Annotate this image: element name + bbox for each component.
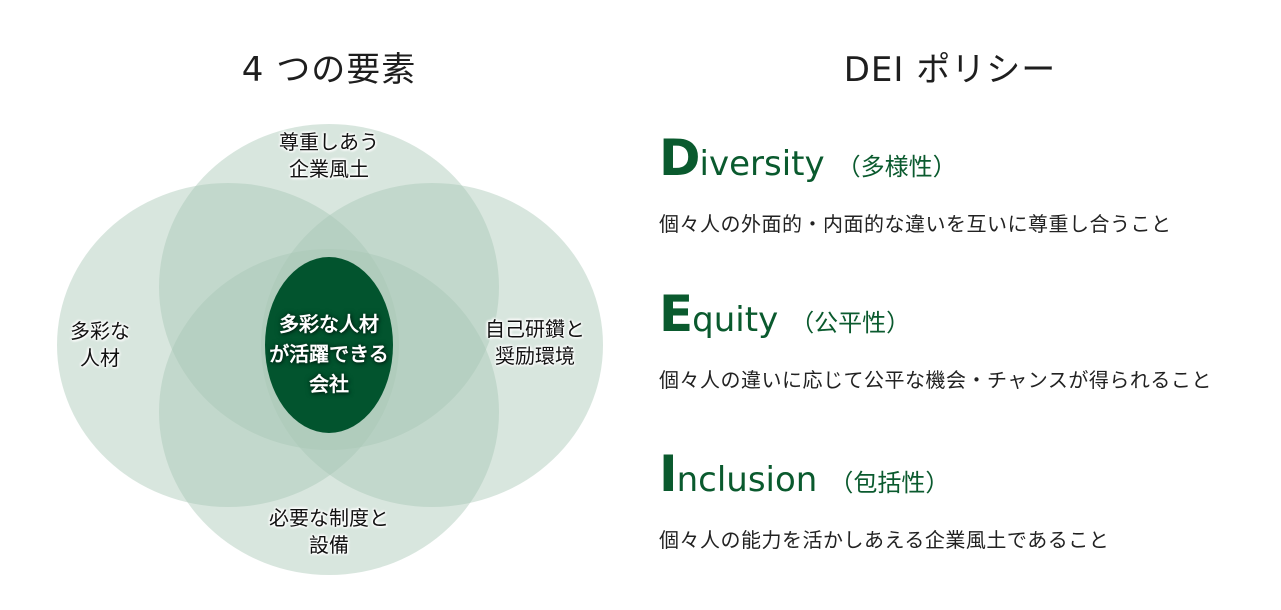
venn-label-line: 会社 — [309, 372, 349, 396]
policy-name: nclusion — [676, 460, 818, 500]
venn-label-line: 多彩な人材 — [279, 312, 379, 336]
policy-japanese-name: （包括性） — [829, 469, 950, 497]
policy-description: 個々人の違いに応じて公平な機会・チャンスが得られること — [659, 368, 1212, 392]
venn-label-center: 多彩な人材 が活躍できる 会社 — [239, 309, 419, 399]
venn-center-ellipse — [265, 257, 393, 433]
venn-label-line: 企業風土 — [289, 157, 369, 181]
venn-label-line: 奨励環境 — [495, 344, 575, 368]
policy-initial: D — [659, 129, 701, 187]
venn-label-line: 必要な制度と — [269, 506, 389, 530]
venn-label-self-development: 自己研鑽と 奨励環境 — [460, 316, 610, 370]
policy-initial: E — [659, 285, 693, 343]
four-elements-title: 4 つの要素 — [241, 50, 417, 90]
policy-name: iversity — [699, 144, 825, 184]
dei-policy-title: DEI ポリシー — [843, 50, 1057, 90]
venn-label-systems-facilities: 必要な制度と 設備 — [229, 505, 429, 559]
venn-label-diverse-talent: 多彩な 人材 — [40, 318, 160, 372]
policy-japanese-name: （公平性） — [790, 309, 911, 337]
venn-label-line: 自己研鑽と — [485, 317, 585, 341]
venn-label-line: が活躍できる — [269, 342, 389, 366]
policy-initial: I — [659, 445, 678, 503]
venn-label-line: 人材 — [80, 346, 120, 370]
policy-japanese-name: （多様性） — [836, 153, 957, 181]
venn-label-line: 設備 — [309, 533, 349, 557]
venn-label-line: 多彩な — [70, 319, 130, 343]
four-elements-venn-diagram: 尊重しあう 企業風土 多彩な 人材 自己研鑽と 奨励環境 必要な制度と 設備 多… — [0, 0, 640, 610]
policy-description: 個々人の外面的・内面的な違いを互いに尊重し合うこと — [659, 212, 1172, 236]
venn-label-line: 尊重しあう — [279, 130, 379, 154]
policy-description: 個々人の能力を活かしあえる企業風土であること — [659, 528, 1110, 552]
venn-circles — [57, 124, 603, 575]
policy-name: quity — [692, 300, 779, 340]
venn-label-respect-culture: 尊重しあう 企業風土 — [229, 129, 429, 183]
